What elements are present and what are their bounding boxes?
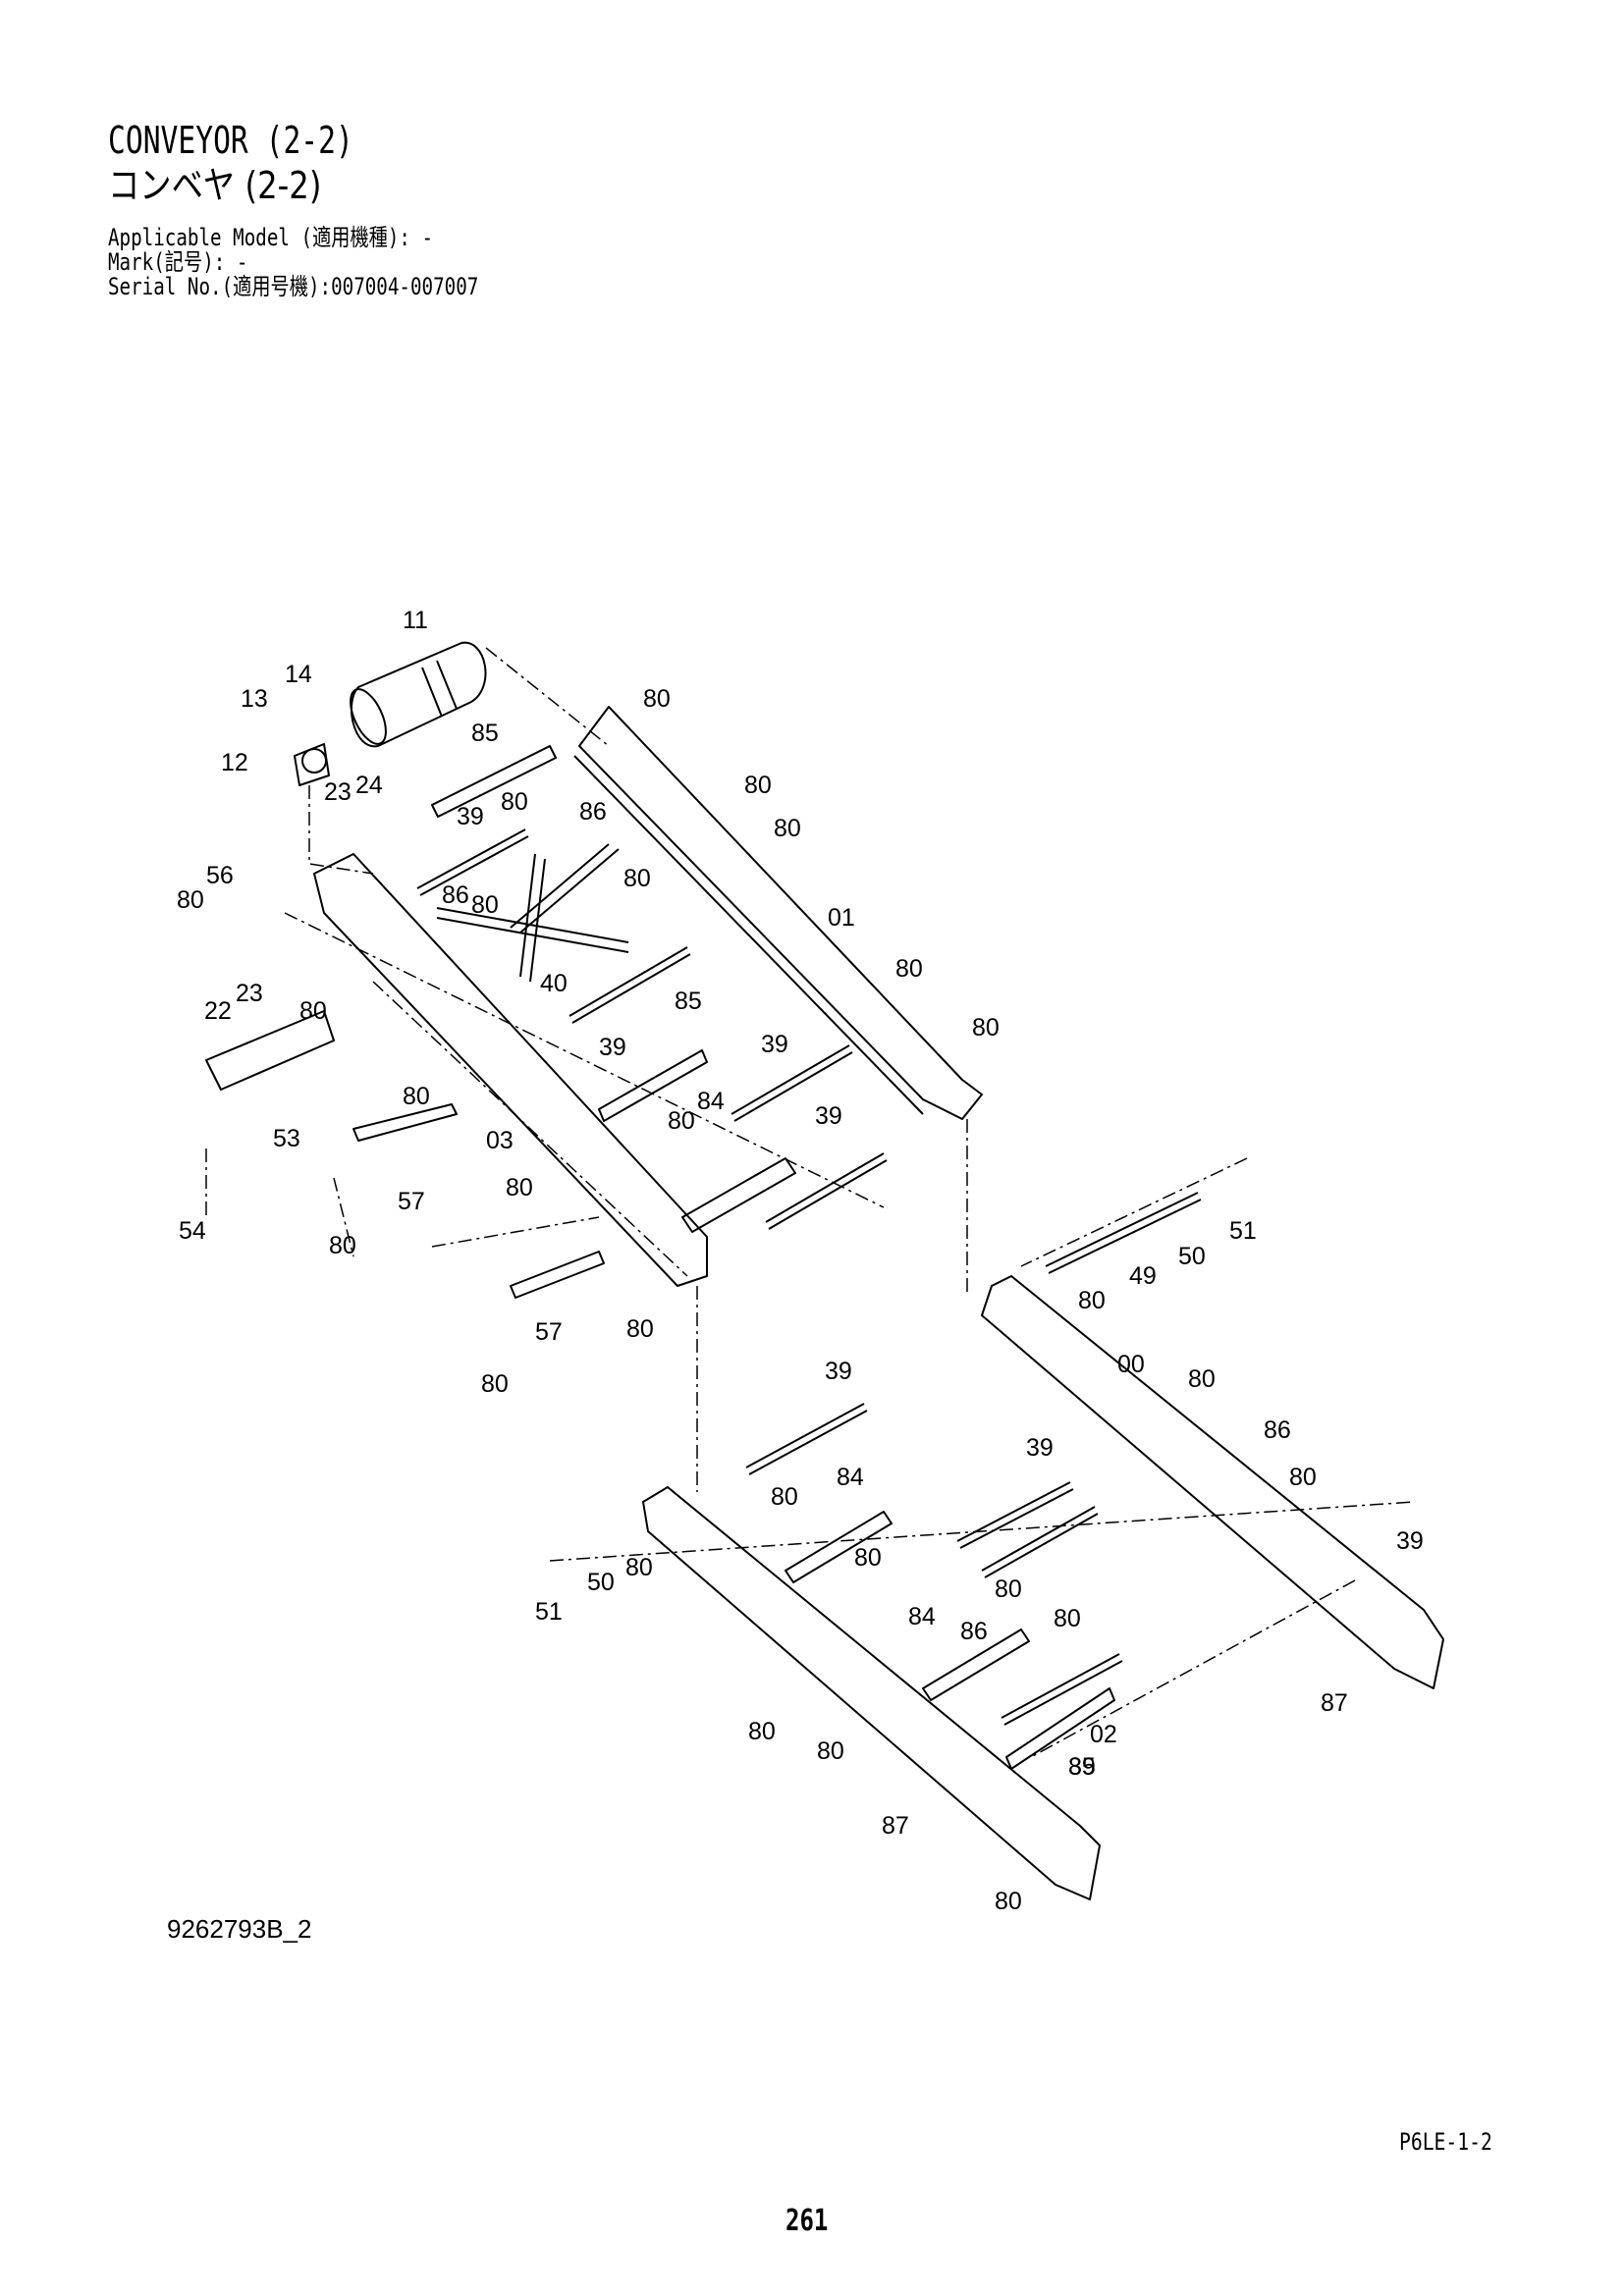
brush-85-mid xyxy=(598,1049,708,1122)
sheet-code: P6LE-1-2 xyxy=(1399,2128,1492,2156)
callout-51: 51 xyxy=(1229,1217,1257,1245)
callout-80: 80 xyxy=(501,788,528,816)
motor-drum-11 xyxy=(350,641,487,748)
callout-11: 11 xyxy=(403,607,428,634)
callout-00: 00 xyxy=(1117,1351,1145,1378)
callout-80: 80 xyxy=(774,815,801,842)
callout-49: 49 xyxy=(1129,1262,1157,1290)
callout-39: 39 xyxy=(457,803,484,830)
callout-80: 80 xyxy=(177,886,204,914)
callout-80: 80 xyxy=(481,1370,509,1398)
callout-80: 80 xyxy=(299,997,327,1025)
callout-22: 22 xyxy=(204,997,232,1025)
drawing-number: 9262793B_2 xyxy=(167,1914,312,1944)
callout-23: 23 xyxy=(236,980,263,1007)
brush-85-lower xyxy=(1005,1687,1115,1770)
callout-80: 80 xyxy=(643,685,671,713)
callout-80: 80 xyxy=(748,1718,776,1745)
callout-85: 85 xyxy=(471,720,499,747)
callout-80: 80 xyxy=(506,1174,533,1201)
callout-80: 80 xyxy=(1289,1464,1317,1491)
callout-39: 80 xyxy=(1054,1605,1081,1632)
callout-56: 56 xyxy=(206,862,234,889)
callout-57: 57 xyxy=(398,1188,425,1215)
callout-86: 86 xyxy=(1264,1416,1291,1444)
meta-block: Applicable Model (適用機種): - Mark(記号): - S… xyxy=(108,226,478,299)
callout-80: 80 xyxy=(995,1888,1022,1915)
callout-86: 86 xyxy=(579,798,607,826)
callout-23: 23 xyxy=(324,778,352,806)
callout-80: 80 xyxy=(623,865,651,892)
callout-labels: 11 14 13 12 23 24 85 39 80 86 56 80 23 2… xyxy=(177,607,1424,1915)
callout-13: 13 xyxy=(241,685,268,713)
callout-50: 50 xyxy=(1178,1243,1206,1270)
callout-80: 80 xyxy=(1078,1287,1106,1314)
callout-12: 12 xyxy=(221,749,248,776)
callout-86: 86 xyxy=(442,881,469,909)
callout-80: 80 xyxy=(403,1083,430,1110)
callout-87: 85 xyxy=(1068,1753,1096,1781)
callout-80: 80 xyxy=(895,955,923,983)
callout-02: 80 xyxy=(817,1737,844,1765)
callout-39: 39 xyxy=(599,1034,626,1061)
title-jp: コンベヤ (2-2) xyxy=(108,164,322,207)
page-number: 261 xyxy=(785,2204,829,2238)
callout-80: 80 xyxy=(771,1483,798,1511)
callout-80: 80 xyxy=(744,772,772,799)
callout-80: 80 xyxy=(471,891,499,919)
callout-80: 87 xyxy=(1321,1689,1348,1717)
callout-85: 02 xyxy=(1090,1721,1117,1748)
callout-80: 80 xyxy=(625,1554,653,1581)
callout-80: 80 xyxy=(329,1232,356,1259)
callout-50: 50 xyxy=(587,1569,615,1596)
callout-84: 84 xyxy=(697,1088,725,1115)
callout-80: 86 xyxy=(960,1618,988,1645)
title-en: CONVEYOR (2-2) xyxy=(108,119,353,162)
callout-87: 39 xyxy=(1068,1753,1096,1781)
callout-01: 01 xyxy=(828,904,855,932)
callout-80: 80 xyxy=(668,1107,695,1135)
callout-87: 39 xyxy=(1396,1527,1424,1555)
callout-14: 14 xyxy=(285,661,312,688)
callout-85: 85 xyxy=(675,988,702,1015)
upper-rail-03 xyxy=(313,853,708,1287)
callout-84: 84 xyxy=(837,1464,864,1491)
callout-86: 84 xyxy=(908,1603,936,1630)
lower-rail-00 xyxy=(981,1275,1444,1689)
callout-53: 53 xyxy=(273,1125,300,1152)
header: CONVEYOR (2-2) コンベヤ (2-2) Applicable Mod… xyxy=(108,118,571,299)
callout-54: 54 xyxy=(179,1217,206,1245)
brush-85-upper xyxy=(431,745,557,818)
callout-40: 40 xyxy=(540,970,568,997)
serial-no: Serial No.(適用号機):007004-007007 xyxy=(108,273,479,300)
applicable-model: Applicable Model (適用機種): - xyxy=(108,224,434,251)
drawing-lines xyxy=(205,641,1444,1900)
callout-39: 39 xyxy=(815,1102,842,1130)
callout-80: 80 xyxy=(626,1315,654,1343)
callout-39: 39 xyxy=(1026,1434,1054,1462)
dash-dot-leaders xyxy=(205,647,1415,1758)
callout-84: 80 xyxy=(995,1575,1022,1603)
callout-51: 51 xyxy=(535,1598,563,1626)
callout-39: 39 xyxy=(825,1358,852,1385)
callout-80: 80 xyxy=(972,1014,1000,1041)
mark: Mark(記号): - xyxy=(108,248,248,276)
upper-rail-01 xyxy=(578,706,983,1120)
callout-39: 39 xyxy=(761,1031,788,1058)
callout-03: 03 xyxy=(486,1127,514,1154)
lower-rail-02 xyxy=(642,1486,1101,1900)
callout-80: 87 xyxy=(882,1812,909,1840)
callout-57: 57 xyxy=(535,1318,563,1346)
callout-24: 24 xyxy=(355,772,383,799)
cross-brace-40 xyxy=(436,843,629,983)
callout-80: 80 xyxy=(854,1544,882,1572)
callout-80: 80 xyxy=(1188,1365,1216,1393)
